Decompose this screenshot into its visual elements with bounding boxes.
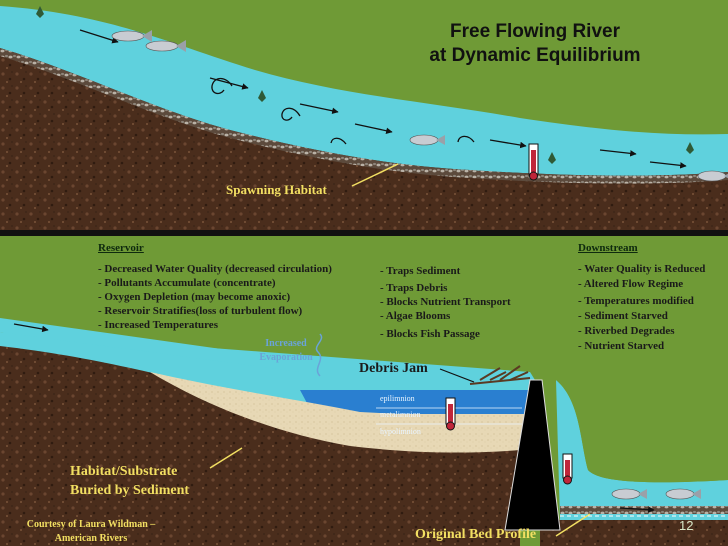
metalimnion-label: metalimnion [380,410,421,419]
debris-jam-label: Debris Jam [359,361,428,376]
thermometer-icon-downstream [562,453,573,485]
dam [504,379,561,531]
upstream-channel [0,318,300,372]
reservoir-heading: Reservoir [98,242,144,254]
list-item: - Oxygen Depletion (may become anoxic) [98,291,291,303]
title-line-1: Free Flowing River [450,21,620,42]
list-item: - Blocks Fish Passage [380,328,480,340]
evaporation-line-1: Increased [265,338,307,349]
list-item: - Altered Flow Regime [578,278,684,290]
downstream-heading: Downstream [578,242,638,254]
courtesy-credit: Courtesy of Laura Wildman – American Riv… [26,518,156,546]
debris-jam-pointer [439,368,475,383]
slide-number: 12 [679,518,694,533]
list-item: - Sediment Starved [578,310,668,322]
spawning-pointer [351,163,399,187]
list-item: - Pollutants Accumulate (concentrate) [98,277,276,289]
top-panel [0,0,728,230]
downstream-section: Downstream - Water Quality is Reduced - … [578,242,705,353]
list-item: - Water Quality is Reduced [578,263,706,275]
plant-icons-top [36,6,694,164]
fish-icons-top [111,30,728,182]
debris-jam-icon [469,365,531,385]
diagram-title: Free Flowing River at Dynamic Equilibriu… [395,20,675,68]
list-item: - Riverbed Degrades [578,325,675,337]
evaporation-icon [315,333,323,377]
original-bed-label: Original Bed Profile [415,527,537,542]
bottom-panel [0,236,728,546]
courtesy-line-1: Courtesy of Laura Wildman – [26,519,156,530]
evaporation-label: Increased Evaporation [246,337,326,365]
list-item: - Nutrient Starved [578,340,665,352]
thermometer-icon-reservoir [445,397,456,431]
sediment-deposit [150,372,526,453]
fish-icons-bottom [611,488,701,500]
habitat-line-1: Habitat/Substrate [70,464,178,479]
list-item: - Traps Debris [380,282,448,294]
courtesy-line-2: American Rivers [54,533,128,544]
habitat-pointer [209,447,243,469]
panel-separator [0,230,728,236]
dam-effects-section: - Traps Sediment - Traps Debris - Blocks… [380,264,511,341]
flow-arrows-bottom [13,323,655,513]
list-item: - Algae Blooms [380,310,451,322]
eddy-icons-top [211,77,475,145]
habitat-buried-label: Habitat/Substrate Buried by Sediment [70,462,189,500]
list-item: - Reservoir Stratifies(loss of turbulent… [98,305,303,317]
list-item: - Traps Sediment [380,265,461,277]
reservoir-section: Reservoir - Decreased Water Quality (dec… [98,242,332,332]
hypolimnion-label: hypolimnion [380,427,421,436]
habitat-line-2: Buried by Sediment [70,483,190,498]
downstream-channel [556,380,728,520]
thermometer-icon-top [528,143,539,181]
downstream-list: - Water Quality is Reduced - Altered Flo… [578,262,705,353]
downstream-bank [556,380,728,483]
evaporation-line-2: Evaporation [259,352,313,363]
epilimnion-label: epilimnion [380,394,415,403]
dam-effects-list: - Traps Sediment - Traps Debris - Blocks… [380,264,511,341]
spawning-habitat-label: Spawning Habitat [226,182,327,197]
list-item: - Temperatures modified [578,295,694,307]
list-item: - Blocks Nutrient Transport [380,296,511,308]
list-item: - Decreased Water Quality (decreased cir… [98,263,332,275]
list-item: - Increased Temperatures [98,319,218,331]
title-line-2: at Dynamic Equilibrium [429,45,641,66]
reservoir-list: - Decreased Water Quality (decreased cir… [98,262,332,332]
downstream-soil [540,520,728,546]
soil-bed-bottom [0,346,520,546]
original-bed-pointer [555,513,591,537]
